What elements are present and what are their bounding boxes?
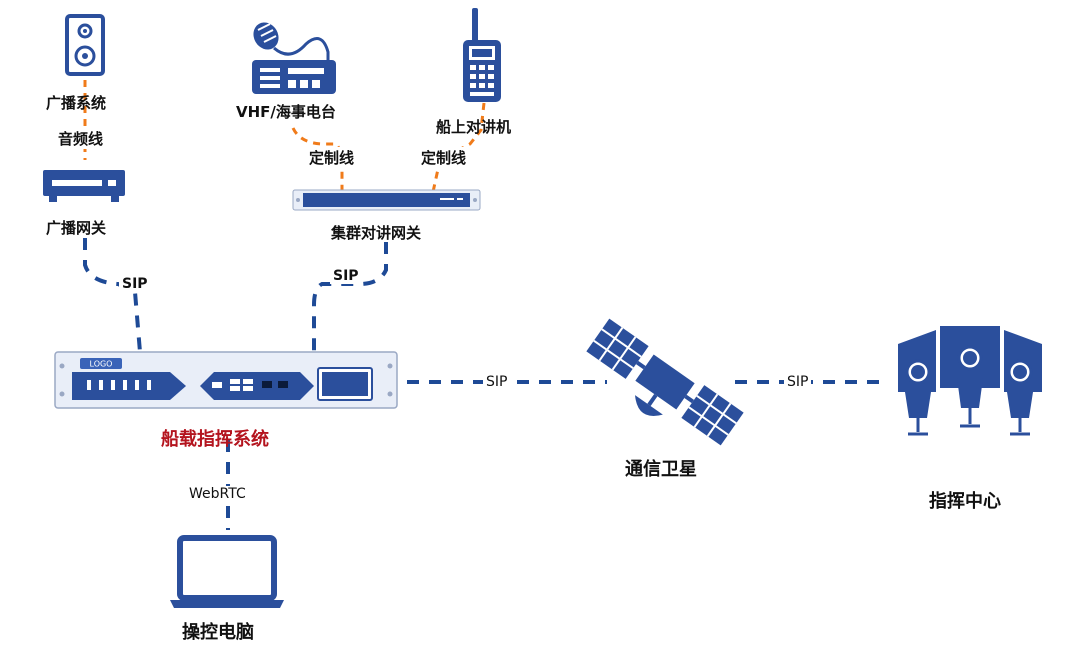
satellite-label: 通信卫星 [625,459,697,480]
command-center-icon [898,326,1042,436]
audio-line-label: 音频线 [55,128,107,149]
rack-logo: LOGO [90,360,113,369]
sip-cluster-path [312,242,388,352]
control-pc-label: 操控电脑 [182,622,254,643]
custom-line-label-1: 定制线 [306,147,358,168]
ship-intercom-label: 船上对讲机 [436,118,512,136]
laptop-icon [170,535,284,608]
command-system-rack: LOGO [54,351,398,409]
intercom-custom-line-path [431,102,486,193]
sip-center-label: SIP [784,374,812,390]
vhf-station-label: VHF/海事电台 [236,103,336,121]
sip-cluster-label: SIP [330,268,362,284]
webrtc-label: WebRTC [186,486,249,502]
vhf-radio-icon [252,22,336,94]
cluster-gateway-icon [292,189,481,211]
cluster-gateway-label: 集群对讲网关 [331,224,422,242]
command-system-label: 船载指挥系统 [161,429,269,450]
orange-links [83,80,486,193]
broadcast-gateway-icon [43,170,125,202]
custom-line-label-2: 定制线 [418,147,470,168]
sip-broadcast-label: SIP [119,276,151,292]
satellite-icon [586,318,744,446]
speaker-icon [65,14,105,76]
sip-broadcast-path [83,238,142,353]
broadcast-system-label: 广播系统 [46,94,107,112]
command-center-label: 指挥中心 [929,491,1001,512]
broadcast-gateway-label: 广播网关 [46,219,107,237]
sip-satellite-label: SIP [483,374,511,390]
walkie-talkie-icon [463,8,501,102]
